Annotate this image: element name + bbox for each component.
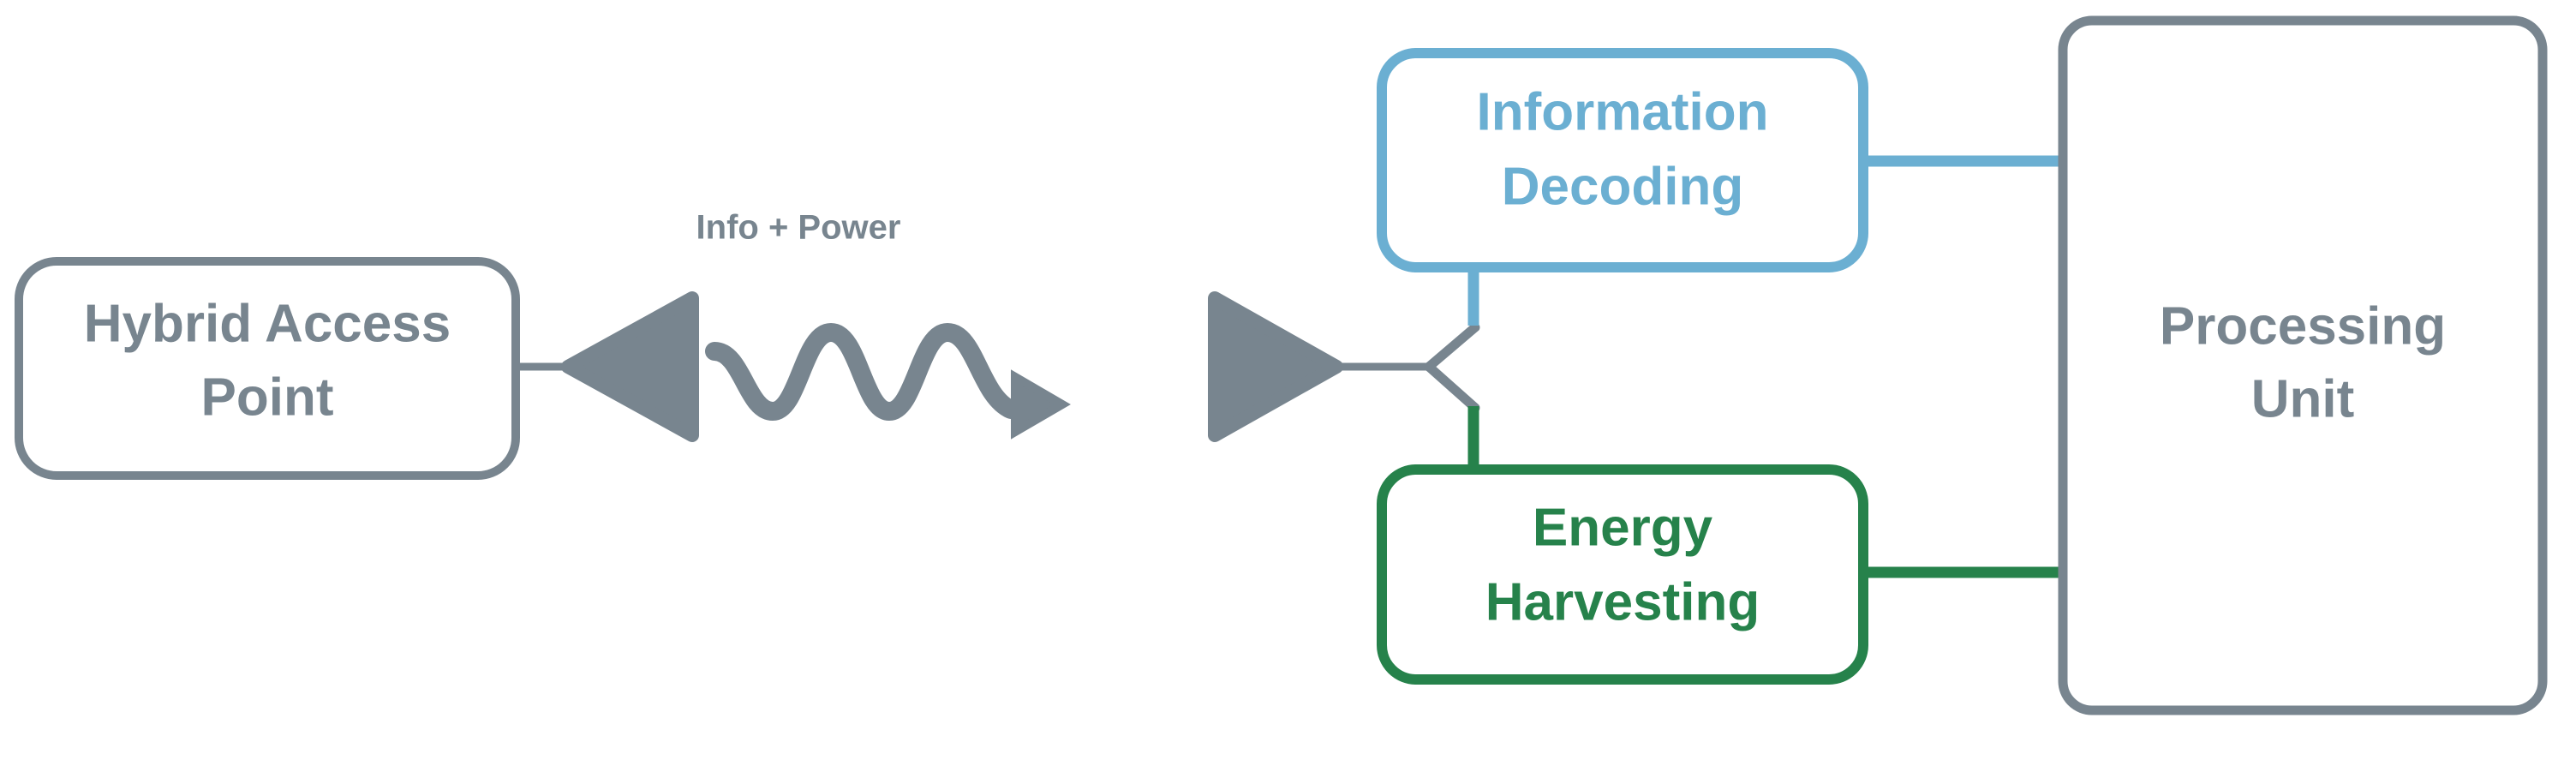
wave-arrowhead-icon xyxy=(1011,369,1071,440)
node-energy-harvesting[interactable]: Energy Harvesting xyxy=(1377,464,1868,685)
hybrid-access-point-label-line2: Point xyxy=(201,368,334,427)
splitter-branch-down xyxy=(1424,362,1480,413)
node-processing-unit[interactable]: Processing Unit xyxy=(2058,15,2548,715)
node-hybrid-access-point[interactable]: Hybrid Access Point xyxy=(15,257,520,480)
energy-harvesting-label-line1: Energy xyxy=(1533,498,1713,557)
energy-harvesting-box xyxy=(1377,464,1868,685)
info-power-label: Info + Power xyxy=(696,209,901,247)
processing-unit-box xyxy=(2058,15,2548,715)
information-decoding-box xyxy=(1377,48,1868,272)
wireless-wave-icon xyxy=(705,322,1020,422)
hybrid-access-point-box xyxy=(15,257,520,480)
node-information-decoding[interactable]: Information Decoding xyxy=(1377,48,1868,272)
energy-harvesting-label-line2: Harvesting xyxy=(1485,572,1760,631)
hybrid-access-point-label-line1: Hybrid Access xyxy=(84,294,451,353)
transmit-antenna-icon xyxy=(561,291,699,442)
processing-unit-label-line1: Processing xyxy=(2160,296,2446,356)
information-decoding-label-line2: Decoding xyxy=(1502,157,1743,216)
processing-unit-label-line2: Unit xyxy=(2251,369,2355,428)
receive-antenna-icon xyxy=(1208,291,1343,442)
information-decoding-label-line1: Information xyxy=(1477,82,1769,141)
splitter-branch-up xyxy=(1424,322,1480,372)
